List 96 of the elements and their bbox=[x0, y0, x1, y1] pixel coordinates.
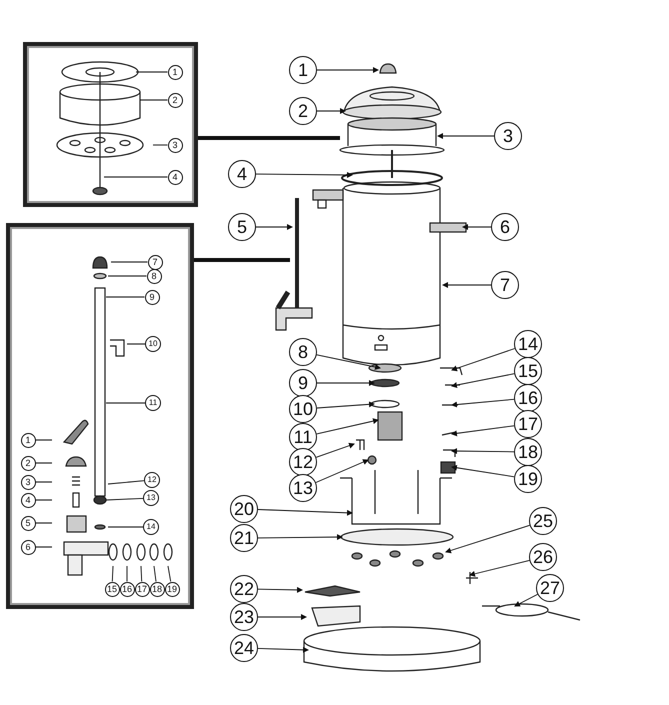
callout-number: 14 bbox=[143, 519, 159, 535]
callout-number: 9 bbox=[289, 369, 317, 397]
leader-line bbox=[316, 354, 381, 370]
leader-line bbox=[316, 108, 346, 114]
leader-line bbox=[258, 534, 343, 540]
leader-line bbox=[108, 526, 144, 528]
callout-number: 5 bbox=[20, 516, 36, 530]
leader-line bbox=[256, 224, 293, 230]
callout-number: 6 bbox=[491, 213, 519, 241]
callout-number: 7 bbox=[148, 254, 162, 270]
callout-number: 5 bbox=[228, 213, 256, 241]
callout-number: 2 bbox=[168, 92, 182, 108]
callout-number: 18 bbox=[150, 582, 164, 596]
callout-number: 4 bbox=[228, 160, 256, 188]
leader-line bbox=[106, 402, 146, 404]
callout-number: 3 bbox=[494, 122, 522, 150]
callout-number: 16 bbox=[120, 582, 134, 596]
callout-number: 27 bbox=[536, 574, 564, 602]
callout-number: 25 bbox=[529, 507, 557, 535]
leader-line bbox=[451, 373, 515, 388]
callout-number: 17 bbox=[514, 410, 542, 438]
callout-number: 8 bbox=[146, 268, 162, 284]
callout-number: 22 bbox=[230, 575, 258, 603]
leader-line bbox=[442, 282, 492, 288]
leader-line bbox=[514, 594, 538, 606]
leader-line bbox=[451, 348, 516, 372]
leader-line bbox=[437, 133, 494, 139]
leader-line bbox=[35, 462, 52, 464]
connector-line bbox=[194, 258, 290, 262]
callout-number: 20 bbox=[230, 495, 258, 523]
leader-line bbox=[315, 459, 369, 483]
callout-number: 1 bbox=[20, 432, 36, 448]
callout-number: 11 bbox=[145, 395, 161, 411]
connector-line bbox=[198, 136, 340, 140]
callout-number: 10 bbox=[145, 336, 161, 352]
leader-line bbox=[168, 566, 172, 582]
leader-line bbox=[258, 614, 307, 620]
callout-number: 6 bbox=[20, 540, 36, 554]
callout-number: 17 bbox=[134, 582, 150, 596]
callout-number: 2 bbox=[289, 97, 317, 125]
leader-line bbox=[445, 524, 530, 554]
leader-line bbox=[451, 425, 515, 436]
leader-line bbox=[112, 566, 114, 582]
leader-line bbox=[469, 560, 530, 577]
callout-number: 12 bbox=[144, 472, 160, 488]
leader-line bbox=[108, 480, 144, 484]
leader-line bbox=[35, 522, 52, 524]
leader-line bbox=[104, 176, 168, 178]
leader-line bbox=[316, 418, 379, 434]
leader-line bbox=[316, 401, 375, 408]
callout-number: 18 bbox=[514, 438, 542, 466]
callout-number: 15 bbox=[104, 582, 120, 596]
callout-number: 24 bbox=[230, 634, 258, 662]
callout-number: 2 bbox=[20, 456, 36, 470]
leader-line bbox=[256, 172, 353, 178]
callout-number: 9 bbox=[144, 290, 160, 304]
leader-line bbox=[258, 646, 309, 653]
callout-number: 7 bbox=[491, 271, 519, 299]
leader-line bbox=[152, 144, 168, 146]
callout-number: 23 bbox=[230, 603, 258, 631]
callout-number: 14 bbox=[514, 330, 542, 358]
leader-line bbox=[451, 398, 515, 408]
callout-number: 13 bbox=[143, 490, 159, 506]
leader-line bbox=[316, 380, 375, 386]
callout-number: 26 bbox=[529, 543, 557, 571]
leader-line bbox=[35, 546, 52, 548]
leader-line bbox=[154, 566, 156, 582]
leader-line bbox=[140, 566, 142, 582]
inset-panel bbox=[23, 42, 198, 207]
callout-number: 1 bbox=[289, 56, 317, 84]
callout-number: 19 bbox=[164, 582, 180, 596]
callout-number: 3 bbox=[20, 474, 36, 490]
callout-number: 16 bbox=[514, 384, 542, 412]
leader-line bbox=[126, 566, 128, 582]
leader-line bbox=[258, 509, 353, 516]
inset-panel bbox=[6, 223, 194, 609]
callout-number: 12 bbox=[289, 448, 317, 476]
callout-number: 15 bbox=[514, 357, 542, 385]
leader-line bbox=[106, 498, 144, 500]
leader-line bbox=[462, 224, 492, 230]
callout-number: 11 bbox=[289, 423, 317, 451]
leader-line bbox=[258, 586, 303, 593]
callout-number: 21 bbox=[230, 524, 258, 552]
callout-number: 8 bbox=[289, 338, 317, 366]
callout-number: 13 bbox=[289, 474, 317, 502]
leader-line bbox=[451, 464, 515, 478]
callout-number: 10 bbox=[289, 395, 317, 423]
leader-line bbox=[106, 296, 145, 298]
leader-line bbox=[316, 67, 379, 73]
callout-number: 1 bbox=[168, 64, 182, 80]
callout-number: 4 bbox=[20, 492, 36, 508]
callout-number: 19 bbox=[514, 465, 542, 493]
leader-line bbox=[316, 442, 355, 458]
leader-line bbox=[451, 448, 514, 454]
callout-number: 3 bbox=[168, 138, 182, 152]
callout-number: 4 bbox=[168, 170, 182, 184]
